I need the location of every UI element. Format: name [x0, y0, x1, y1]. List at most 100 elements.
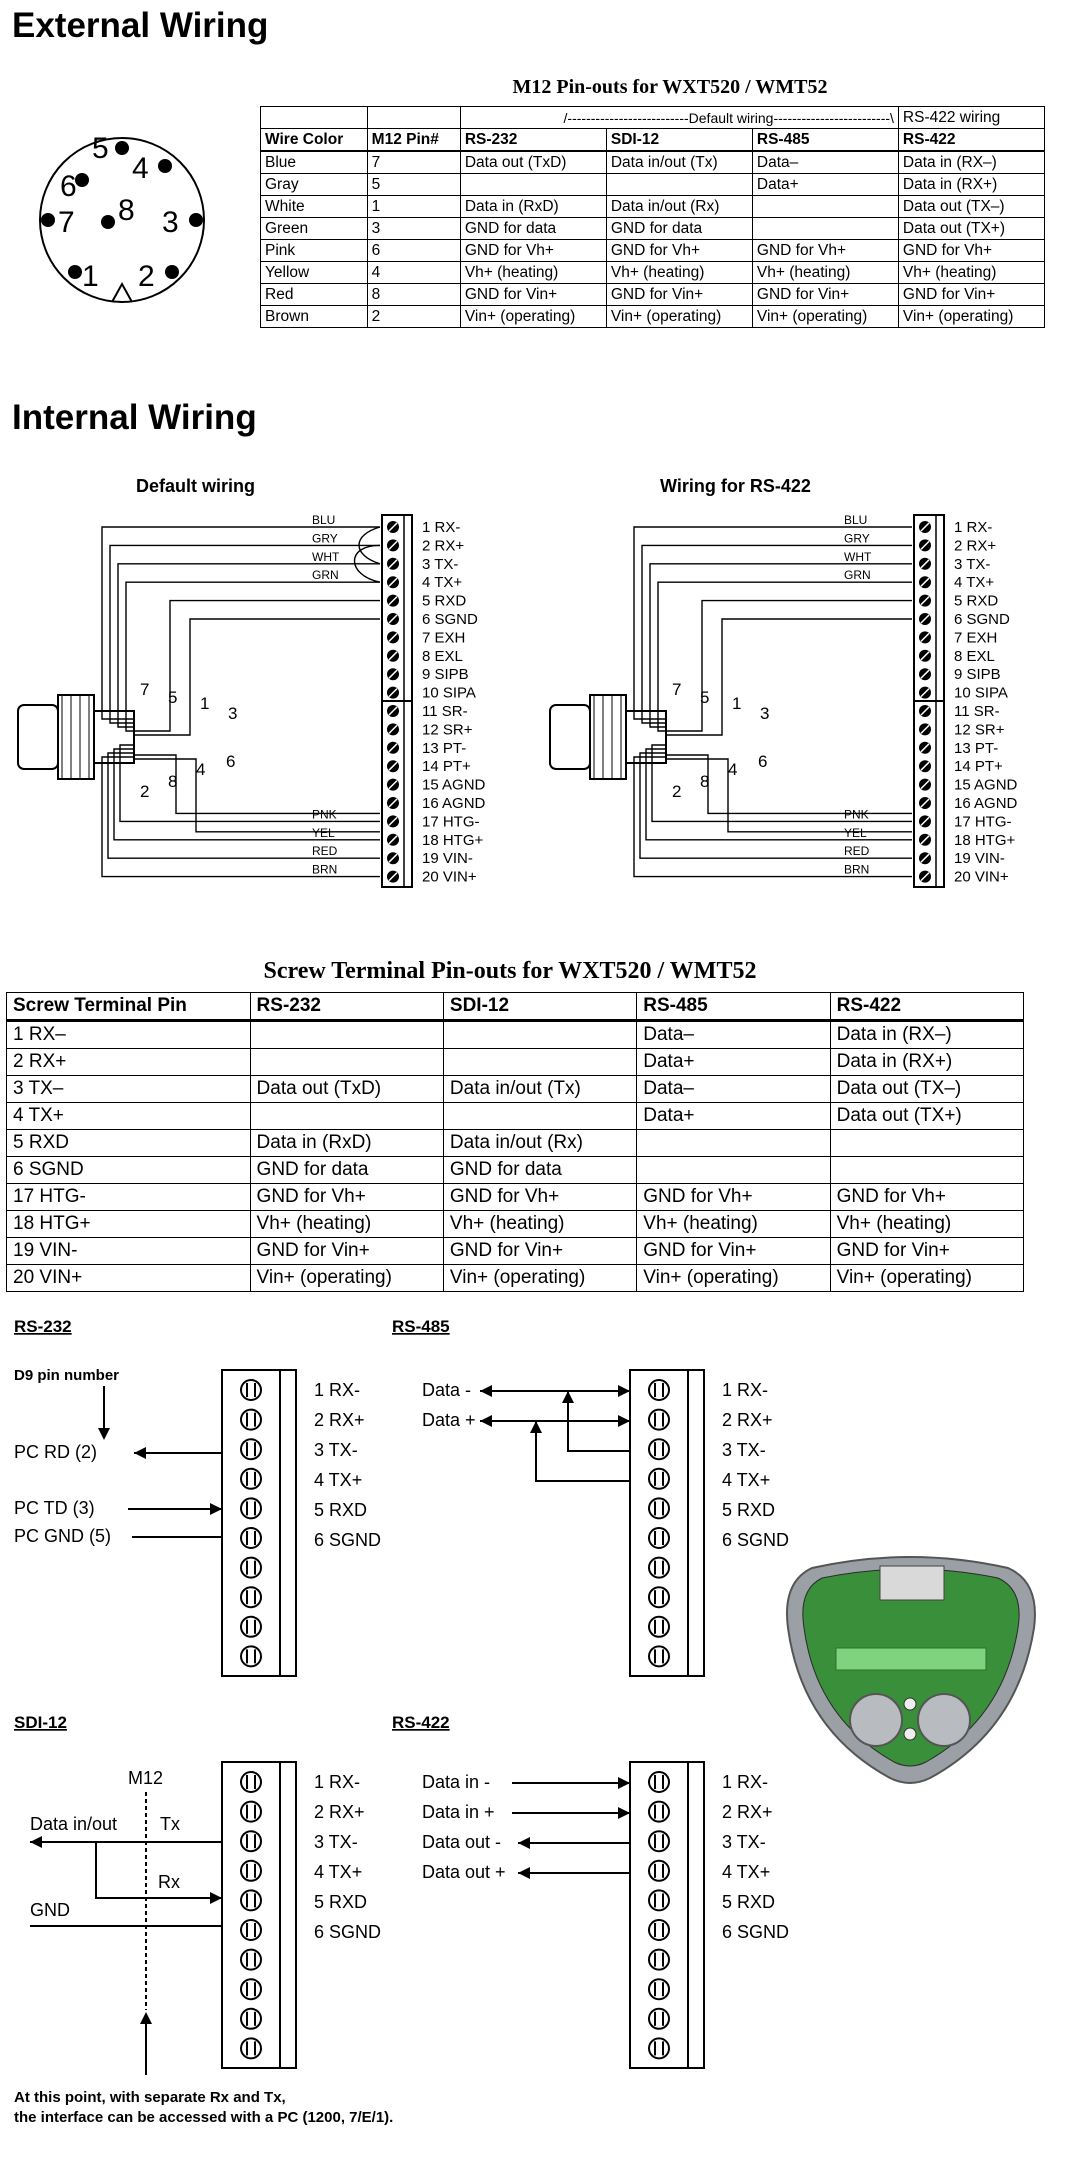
rs485-data-minus: Data - — [422, 1380, 471, 1400]
table-cell: Vh+ (heating) — [829, 1210, 1025, 1238]
terminal-label: 5 RXD — [722, 1892, 775, 1912]
terminal-label: 3 TX- — [314, 1832, 358, 1852]
jumper-wire — [358, 526, 381, 565]
table-cell: Vin+ (operating) — [249, 1264, 444, 1292]
table-cell: Data out (TxD) — [249, 1075, 444, 1103]
table-cell — [442, 1020, 638, 1049]
sdi12-data-inout: Data in/out — [30, 1814, 117, 1834]
table-cell: GND for Vh+ — [751, 239, 899, 262]
terminal-label: 5 RXD — [954, 593, 998, 610]
table-cell: Yellow — [260, 261, 368, 284]
table-cell: Vh+ (heating) — [442, 1210, 638, 1238]
rs232-title: RS-232 — [14, 1317, 72, 1336]
terminal-label: 2 RX+ — [314, 1410, 365, 1430]
terminal-label: 11 SR- — [422, 703, 468, 720]
rs232-pc-td: PC TD (3) — [14, 1498, 95, 1518]
table-cell: Data in/out (Tx) — [605, 150, 753, 174]
table-cell: Data in (RX–) — [897, 150, 1046, 174]
screw-icon — [648, 1889, 670, 1912]
terminal-label: 1 RX- — [314, 1380, 360, 1400]
table-cell: Gray — [260, 173, 368, 196]
wire-pin-number: 7 — [140, 680, 149, 699]
wire-pin-number: 5 — [168, 688, 177, 707]
table-row: 4 TX+Data+Data out (TX+) — [6, 1102, 1025, 1130]
table-cell: Data in (RxD) — [249, 1129, 444, 1157]
table-cell: GND for Vh+ — [442, 1183, 638, 1211]
wire — [645, 748, 912, 841]
wire — [666, 618, 912, 736]
terminal-label: 1 RX- — [722, 1380, 768, 1400]
table-cell: Brown — [260, 305, 368, 328]
table-row: 1 RX–Data–Data in (RX–) — [6, 1020, 1025, 1049]
terminal-label: 6 SGND — [314, 1530, 381, 1550]
terminal-label: 1 RX- — [722, 1772, 768, 1792]
m12-pinout-table: /--------------------------Default wirin… — [260, 106, 1046, 328]
table-cell: GND for Vh+ — [897, 239, 1046, 262]
terminal-label: 13 PT- — [954, 740, 998, 757]
terminal-label: 17 HTG- — [422, 813, 480, 830]
wire — [651, 744, 912, 823]
table-cell: Data– — [751, 150, 899, 174]
rs485-title: RS-485 — [392, 1317, 450, 1336]
terminal-label: 14 PT+ — [422, 758, 471, 775]
connector-pin-label: 5 — [92, 132, 109, 165]
terminal-label: 3 TX- — [722, 1440, 766, 1460]
table-cell: GND for Vin+ — [636, 1237, 831, 1265]
table-cell: 8 — [366, 283, 461, 306]
screw-icon — [240, 1919, 262, 1941]
wire-color-label: PNK — [312, 807, 337, 821]
table-cell — [751, 217, 899, 240]
screw-icon — [240, 1497, 262, 1520]
table-cell: 3 TX– — [6, 1075, 251, 1103]
wire-pin-number: 6 — [758, 752, 767, 771]
table-cell: GND for Vin+ — [459, 283, 607, 306]
terminal-label: 17 HTG- — [954, 813, 1012, 830]
screw-icon — [648, 2037, 670, 2060]
terminal-label: 1 RX- — [422, 519, 460, 536]
table-row: 19 VIN-GND for Vin+GND for Vin+GND for V… — [6, 1237, 1025, 1265]
screw-icon — [648, 1800, 670, 1823]
wire — [657, 581, 912, 732]
screw-icon — [648, 1771, 670, 1793]
table-row: 20 VIN+Vin+ (operating)Vin+ (operating)V… — [6, 1264, 1025, 1292]
rs232-pc-rd: PC RD (2) — [14, 1442, 97, 1462]
screw-icon — [240, 1408, 262, 1431]
column-header: RS-422 — [897, 128, 1046, 152]
terminal-label: 6 SGND — [954, 611, 1010, 628]
table-cell — [459, 173, 607, 196]
table-cell: GND for data — [605, 217, 753, 240]
wire — [119, 744, 380, 823]
table-cell: White — [260, 195, 368, 218]
terminal-label: 4 TX+ — [314, 1862, 362, 1882]
terminal-label: 4 TX+ — [722, 1862, 770, 1882]
screw-icon — [240, 1379, 262, 1401]
screw-icon — [240, 1527, 262, 1549]
table-cell: 2 — [366, 305, 461, 328]
wire-color-label: PNK — [844, 807, 869, 821]
connector-pin-label: 1 — [82, 260, 99, 293]
rs422-data-out-minus: Data out - — [422, 1832, 501, 1852]
group-header-default: /--------------------------Default wirin… — [459, 106, 899, 129]
terminal-label: 18 HTG+ — [422, 832, 484, 849]
table-cell: Data out (TX–) — [897, 195, 1046, 218]
wire-pin-number: 4 — [196, 760, 205, 779]
screw-icon — [648, 1615, 670, 1638]
screw-icon — [648, 1527, 670, 1549]
screw-icon — [240, 1978, 262, 2001]
terminal-label: 2 RX+ — [954, 537, 996, 554]
screw-icon — [648, 1645, 670, 1668]
terminal-label: 6 SGND — [722, 1922, 789, 1942]
table-cell: 18 HTG+ — [6, 1210, 251, 1238]
wire-pin-number: 8 — [168, 772, 177, 791]
screw-icon — [648, 1467, 670, 1490]
screw-icon — [648, 1948, 670, 1971]
terminal-label: 5 RXD — [314, 1500, 367, 1520]
wire-color-label: WHT — [844, 550, 872, 564]
wire — [666, 758, 912, 833]
table-cell — [442, 1048, 638, 1076]
terminal-label: 6 SGND — [422, 611, 478, 628]
terminal-label: 3 TX- — [422, 556, 458, 573]
